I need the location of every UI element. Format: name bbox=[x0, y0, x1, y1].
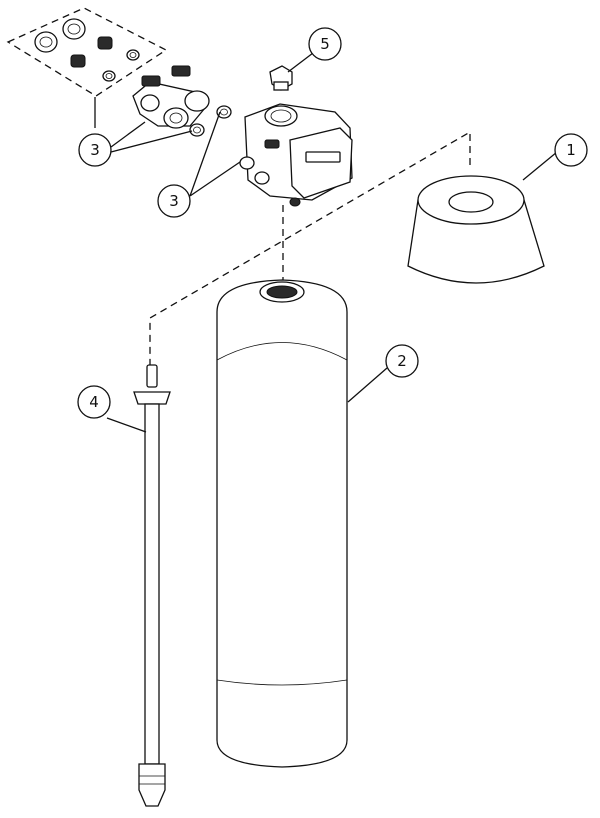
distributor-tube bbox=[133, 364, 171, 807]
assembly-guide-lines bbox=[6, 7, 471, 365]
mineral-tank bbox=[216, 279, 348, 768]
control-valve-head bbox=[239, 103, 353, 207]
callout-2: 2 bbox=[385, 344, 419, 378]
drain-elbow-fitting bbox=[269, 65, 293, 91]
callout-5-label: 5 bbox=[320, 35, 330, 53]
tank-cover bbox=[407, 175, 545, 284]
leader-lines bbox=[94, 52, 558, 433]
callout-3a: 3 bbox=[78, 133, 112, 167]
callout-3a-label: 3 bbox=[90, 141, 100, 159]
fittings-kit bbox=[34, 18, 140, 82]
callout-3b-label: 3 bbox=[169, 192, 179, 210]
callout-4-label: 4 bbox=[89, 393, 99, 411]
bypass-valve bbox=[132, 65, 210, 129]
o-rings bbox=[189, 105, 232, 137]
callout-5: 5 bbox=[308, 27, 342, 61]
callout-2-label: 2 bbox=[397, 352, 407, 370]
callout-4: 4 bbox=[77, 385, 111, 419]
callout-1-label: 1 bbox=[566, 141, 576, 159]
callout-3b: 3 bbox=[157, 184, 191, 218]
callout-1: 1 bbox=[554, 133, 588, 167]
